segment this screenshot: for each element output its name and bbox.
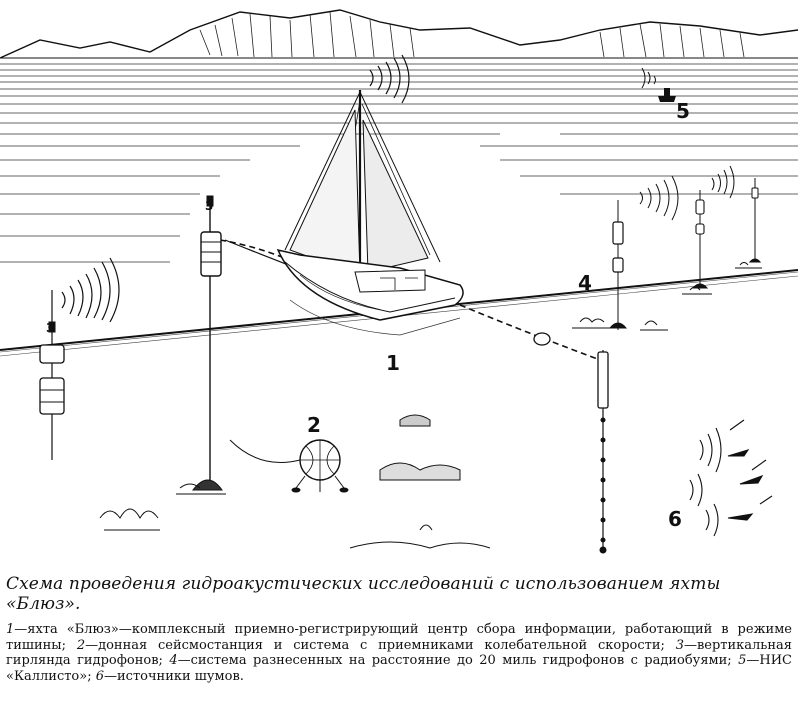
mountain-range: [0, 9, 798, 59]
label-2-bottom-station: 2: [307, 413, 321, 437]
legend-num-1: 1: [6, 622, 15, 637]
yacht-blues: [276, 90, 464, 321]
mountain-hatching: [199, 11, 745, 58]
label-1-yacht: 1: [386, 351, 400, 375]
hydroacoustic-scheme-illustration: 1 2 3 3 4 5 6: [0, 9, 798, 554]
noise-sources: [689, 419, 773, 537]
caption-title: Схема проведения гидроакустических иссле…: [6, 574, 721, 614]
yacht-shadow: [289, 299, 461, 336]
sound-wave-surface: [369, 54, 410, 104]
sea-surface: [0, 63, 798, 263]
caption-legend: 1—яхта «Блюз»—комплексный приемно-регист…: [6, 622, 792, 684]
label-3-left-garland: 3: [205, 199, 213, 213]
legend-num-6: 6: [95, 668, 104, 684]
legend-num-4: 4: [169, 653, 178, 668]
sound-wave-left: [61, 257, 120, 323]
legend-text-3: —вертикальная гирлянда гидрофонов;: [6, 637, 792, 669]
label-6-noise: 6: [668, 507, 682, 531]
legend-num-3: 3: [675, 637, 684, 653]
label-5-ship: 5: [676, 99, 690, 123]
legend-num-5: 5: [738, 653, 747, 668]
sound-wave-right: [639, 165, 735, 221]
bottom-seismic-station: [229, 439, 349, 493]
legend-text-4: —система разнесенных на расстояние до 20…: [177, 653, 739, 668]
legend-text-5: —НИС «Каллисто»;: [6, 653, 792, 684]
spaced-radiobuoys: [608, 178, 762, 330]
legend-text-6: —источники шумов.: [104, 668, 244, 684]
legend-num-2: 2: [76, 637, 86, 653]
vertical-garland-left: [191, 195, 223, 491]
buoy-far-left: [39, 290, 65, 460]
seabed-vegetation: [99, 262, 762, 549]
figure-caption: Схема проведения гидроакустических иссле…: [6, 574, 792, 684]
vertical-garland-right: [597, 350, 609, 554]
legend-text-2: —донная сейсмостанция и система с приемн…: [85, 637, 676, 653]
research-ship-callisto: [641, 67, 676, 102]
legend-text-1: —яхта «Блюз»—комплексный приемно-регистр…: [6, 622, 792, 653]
label-3-far-left: 3: [46, 321, 54, 335]
cable-float: [533, 332, 551, 346]
label-4-spaced-system: 4: [578, 271, 592, 295]
